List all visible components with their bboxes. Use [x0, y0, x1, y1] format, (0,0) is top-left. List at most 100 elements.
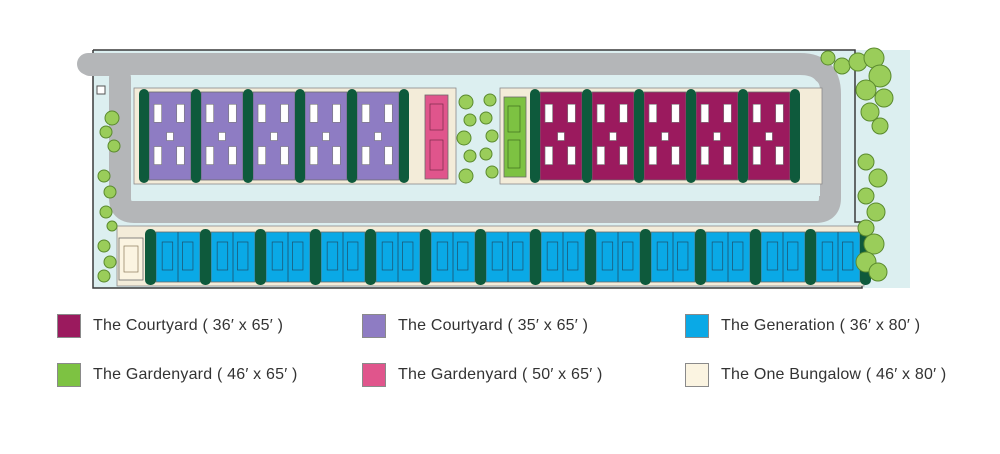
courtyard-window [309, 104, 318, 123]
courtyard-window [752, 146, 761, 165]
courtyard-window [648, 146, 657, 165]
floor-plan-outline [622, 241, 634, 271]
hedge [200, 229, 211, 285]
legend-swatch [685, 363, 709, 387]
courtyard-window [648, 104, 657, 123]
legend-swatch [362, 314, 386, 338]
courtyard-window [596, 146, 605, 165]
legend-item-courtyard-36: The Courtyard ( 36′ x 65′ ) [57, 313, 283, 339]
legend-swatch [57, 363, 81, 387]
courtyard-window [671, 146, 680, 165]
hedge [582, 89, 592, 183]
one-bungalow-home [118, 237, 144, 281]
legend-label: The Gardenyard ( 46′ x 65′ ) [93, 366, 298, 383]
floor-plan-outline [507, 139, 521, 169]
site-plan-map [77, 47, 910, 289]
courtyard-window [257, 146, 266, 165]
gardenyard-46-home [503, 96, 527, 178]
legend-label: The Courtyard ( 36′ x 65′ ) [93, 317, 284, 334]
legend-swatch [362, 363, 386, 387]
tree [107, 139, 121, 153]
courtyard-window [228, 146, 237, 165]
floor-plan-outline [271, 241, 284, 271]
courtyard-window [775, 146, 784, 165]
legend-item-one-bungalow: The One Bungalow ( 46′ x 80′ ) [685, 362, 946, 388]
tree [874, 88, 894, 108]
tree [463, 113, 477, 127]
courtyard-window [384, 104, 393, 123]
tree [103, 255, 117, 269]
courtyard-window [609, 132, 617, 141]
courtyard-window [700, 104, 709, 123]
courtyard-window [205, 104, 214, 123]
courtyard-window [752, 104, 761, 123]
courtyard-window [322, 132, 330, 141]
hedge [738, 89, 748, 183]
road-entry [80, 54, 120, 76]
legend-label: The Gardenyard ( 50′ x 65′ ) [398, 366, 603, 383]
floor-plan-outline [429, 139, 444, 171]
legend-label: The Generation ( 36′ x 80′ ) [721, 317, 921, 334]
floor-plan-outline [347, 241, 359, 271]
tree [857, 219, 875, 237]
floor-plan-outline [491, 241, 504, 271]
floor-plan-outline [381, 241, 394, 271]
tree [458, 168, 474, 184]
hedge [686, 89, 696, 183]
legend-swatch [57, 314, 81, 338]
floor-plan-outline [656, 241, 669, 271]
floor-plan-outline [123, 245, 139, 273]
hedge [295, 89, 305, 183]
courtyard-window [596, 104, 605, 123]
courtyard-window [218, 132, 226, 141]
road-loop [77, 53, 841, 223]
courtyard-window [228, 104, 237, 123]
tree [104, 110, 120, 126]
legend-item-generation: The Generation ( 36′ x 80′ ) [685, 313, 920, 339]
tree [97, 269, 111, 283]
floor-plan-outline [842, 241, 854, 271]
floor-plan-outline [821, 241, 834, 271]
hedge [191, 89, 201, 183]
tree [97, 169, 111, 183]
tree [106, 220, 118, 232]
courtyard-window [309, 146, 318, 165]
courtyard-window [619, 146, 628, 165]
courtyard-window [723, 104, 732, 123]
hedge [640, 229, 651, 285]
courtyard-window [567, 104, 576, 123]
floor-plan-outline [601, 241, 614, 271]
utility-box [96, 85, 106, 95]
tree [855, 79, 877, 101]
courtyard-window [205, 146, 214, 165]
hedge [634, 89, 644, 183]
courtyard-window [557, 132, 565, 141]
courtyard-window [332, 104, 341, 123]
floor-plan-outline [292, 241, 304, 271]
courtyard-window [544, 104, 553, 123]
hedge [139, 89, 149, 183]
floor-plan-outline [457, 241, 469, 271]
courtyard-window [166, 132, 174, 141]
courtyard-window [723, 146, 732, 165]
legend-item-gardenyard-46: The Gardenyard ( 46′ x 65′ ) [57, 362, 298, 388]
courtyard-window [280, 146, 289, 165]
tree [868, 262, 888, 282]
hedge [145, 229, 156, 285]
hedge [365, 229, 376, 285]
courtyard-window [176, 146, 185, 165]
floor-plan-outline [567, 241, 579, 271]
tree [456, 130, 472, 146]
courtyard-window [153, 146, 162, 165]
courtyard-window [332, 146, 341, 165]
hedge [399, 89, 409, 183]
courtyard-window [671, 104, 680, 123]
tree [857, 187, 875, 205]
hedge [310, 229, 321, 285]
hedge [243, 89, 253, 183]
gardenyard-50-home [424, 94, 449, 180]
tree [485, 165, 499, 179]
tree [479, 111, 493, 125]
floor-plan-outline [182, 241, 194, 271]
courtyard-window [270, 132, 278, 141]
